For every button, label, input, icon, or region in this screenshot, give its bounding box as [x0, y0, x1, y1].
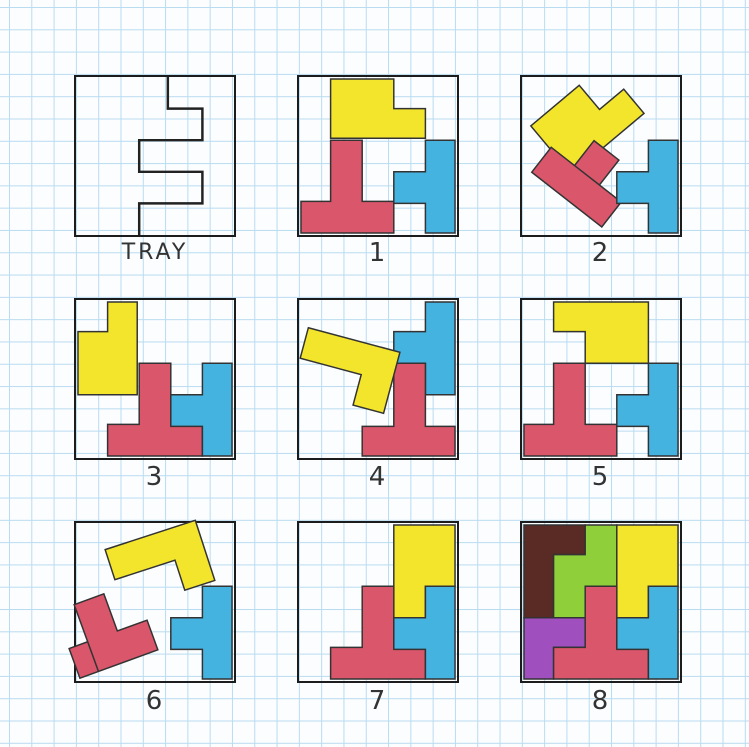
- panel-2: [520, 75, 682, 237]
- blue-piece: [617, 140, 678, 233]
- panel-label-7: 7: [297, 686, 459, 716]
- blue-piece: [394, 140, 455, 233]
- panel-label-5: 5: [520, 462, 682, 492]
- yellow-piece: [78, 302, 137, 395]
- yellow-piece: [105, 520, 215, 609]
- panel-label-4: 4: [297, 462, 459, 492]
- panel-6: [74, 521, 236, 683]
- panel-4: [297, 298, 459, 460]
- panel-label-3: 3: [74, 462, 236, 492]
- panel-8: [520, 521, 682, 683]
- yellow-piece: [331, 79, 426, 138]
- panel-1: [297, 75, 459, 237]
- panel-5: [520, 298, 682, 460]
- panel-7: [297, 521, 459, 683]
- panel-label-8: 8: [520, 686, 682, 716]
- yellow-piece: [292, 328, 400, 414]
- yellow-piece: [554, 302, 649, 363]
- red-piece: [524, 363, 617, 456]
- panel-label-2: 2: [520, 238, 682, 268]
- blue-piece: [617, 363, 678, 456]
- tray-panel: [74, 75, 236, 237]
- red-piece: [56, 583, 158, 678]
- red-piece: [301, 140, 394, 233]
- panel-label-6: 6: [74, 686, 236, 716]
- panel-label-1: 1: [297, 238, 459, 268]
- panel-label-tray: TRAY: [74, 240, 236, 265]
- panel-3: [74, 298, 236, 460]
- blue-piece: [171, 586, 232, 679]
- tray-outline: [76, 77, 234, 235]
